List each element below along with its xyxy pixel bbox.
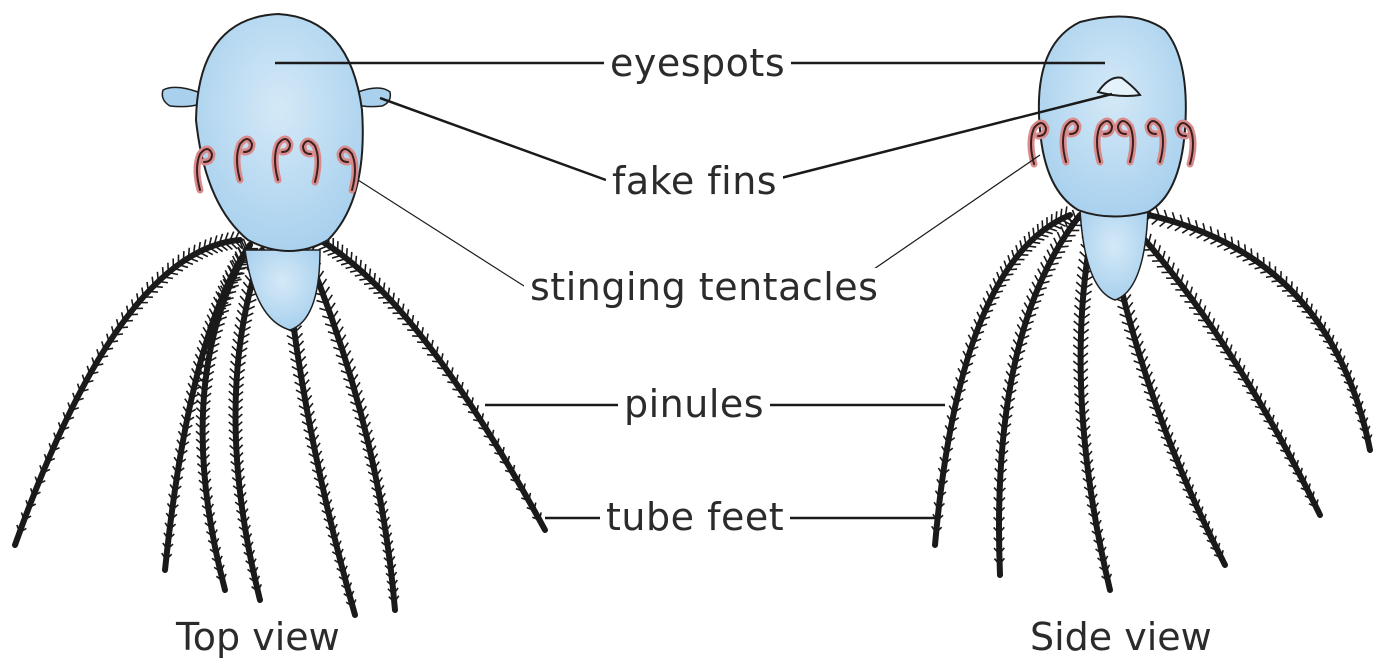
label-stinging-tentacles: stinging tentacles [524, 268, 884, 306]
top-view-lower-body [245, 250, 320, 330]
label-tube-feet: tube feet [600, 498, 790, 536]
caption-side-view: Side view [1030, 618, 1212, 656]
side-view-arms [932, 204, 1372, 590]
leader-stinging-left [358, 180, 524, 286]
top-view-mantle [196, 14, 363, 251]
top-view-fin-left [162, 87, 200, 106]
side-view-figure [932, 17, 1372, 590]
top-view-figure [15, 14, 545, 615]
caption-top-view: Top view [176, 618, 340, 656]
label-fake-fins: fake fins [606, 162, 783, 200]
label-pinules: pinules [618, 385, 770, 423]
side-view-mantle [1039, 17, 1186, 217]
leader-fake-fins-left [380, 98, 606, 180]
side-view-arm-6 [1135, 204, 1372, 450]
side-view-lower-body [1080, 210, 1148, 300]
label-eyespots: eyespots [604, 44, 791, 82]
